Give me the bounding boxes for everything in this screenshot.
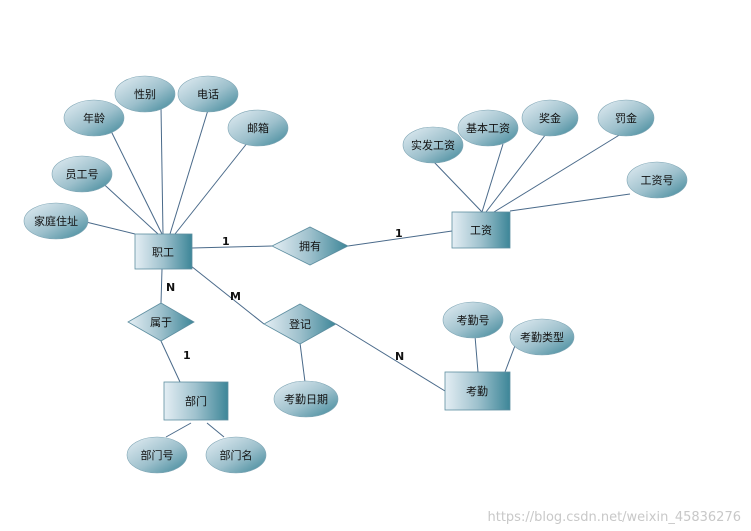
attr-gender-label: 性别 bbox=[134, 87, 156, 101]
relationship-has: 拥有 bbox=[271, 226, 349, 266]
edge-phone bbox=[169, 109, 209, 235]
attr-bonus: 奖金 bbox=[521, 99, 579, 137]
relationship-belongs-label: 属于 bbox=[150, 316, 172, 329]
entity-department-label: 部门 bbox=[185, 394, 207, 408]
entity-salary: 工资 bbox=[451, 211, 511, 249]
edge-dept-id bbox=[165, 422, 192, 438]
entity-attendance-label: 考勤 bbox=[466, 385, 488, 398]
edge-emp-register bbox=[190, 265, 265, 325]
edge-fine bbox=[493, 133, 622, 213]
attr-att-id-label: 考勤号 bbox=[457, 314, 490, 327]
watermark: https://blog.csdn.net/weixin_45836276 bbox=[487, 510, 741, 525]
edge-register-att bbox=[335, 323, 446, 392]
attr-base-pay-label: 基本工资 bbox=[466, 121, 510, 135]
edge-emp-has bbox=[191, 245, 273, 249]
attr-address-label: 家庭住址 bbox=[34, 214, 78, 228]
attr-dept-id: 部门号 bbox=[126, 436, 188, 474]
card-belongs-department: 1 bbox=[183, 349, 191, 362]
card-register-attendance: N bbox=[395, 350, 404, 363]
entity-employee-label: 职工 bbox=[152, 246, 174, 259]
attr-att-date-label: 考勤日期 bbox=[284, 393, 328, 406]
card-register-employee: M bbox=[230, 290, 241, 303]
attr-salary-id: 工资号 bbox=[626, 161, 688, 199]
entity-employee: 职工 bbox=[134, 233, 193, 270]
connector-lines bbox=[85, 106, 631, 438]
edge-gender bbox=[160, 106, 164, 235]
attr-address: 家庭住址 bbox=[23, 202, 89, 240]
attr-actual-pay: 实发工资 bbox=[402, 126, 464, 164]
edge-actual-pay bbox=[432, 160, 483, 213]
edge-emp-id bbox=[95, 176, 159, 235]
card-has-employee: 1 bbox=[222, 235, 230, 248]
relationship-belongs: 属于 bbox=[127, 302, 195, 342]
edge-att-id bbox=[474, 335, 479, 373]
attr-base-pay: 基本工资 bbox=[457, 109, 519, 147]
edge-bonus bbox=[485, 133, 547, 213]
attr-att-id: 考勤号 bbox=[442, 301, 504, 339]
attr-att-type-label: 考勤类型 bbox=[520, 330, 564, 344]
edge-has-salary bbox=[347, 230, 453, 247]
edge-email bbox=[174, 141, 249, 235]
attr-dept-name: 部门名 bbox=[205, 436, 267, 474]
edge-dept-name bbox=[206, 422, 225, 438]
attr-bonus-label: 奖金 bbox=[539, 111, 561, 125]
attr-fine: 罚金 bbox=[597, 99, 655, 137]
attr-dept-id-label: 部门号 bbox=[141, 448, 174, 462]
edge-age bbox=[110, 130, 163, 235]
relationship-has-label: 拥有 bbox=[299, 239, 321, 253]
edge-salary-id bbox=[509, 193, 631, 212]
entity-department: 部门 bbox=[163, 381, 229, 421]
attr-email: 邮箱 bbox=[227, 109, 289, 147]
edge-belongs-dept bbox=[160, 340, 181, 383]
relationship-register-label: 登记 bbox=[289, 317, 311, 331]
edge-address bbox=[85, 221, 136, 235]
attr-att-type: 考勤类型 bbox=[509, 318, 575, 356]
edge-base-pay bbox=[481, 143, 504, 213]
attr-actual-pay-label: 实发工资 bbox=[411, 138, 455, 152]
attr-emp-id: 员工号 bbox=[51, 155, 113, 193]
card-has-salary: 1 bbox=[395, 227, 403, 240]
attr-age: 年龄 bbox=[63, 99, 125, 137]
attr-gender: 性别 bbox=[114, 75, 176, 113]
edge-att-type bbox=[504, 342, 517, 373]
attr-att-date: 考勤日期 bbox=[273, 380, 339, 418]
attr-phone: 电话 bbox=[177, 75, 239, 113]
attr-email-label: 邮箱 bbox=[247, 121, 269, 135]
attr-fine-label: 罚金 bbox=[615, 111, 637, 125]
attr-salary-id-label: 工资号 bbox=[641, 174, 674, 187]
edge-emp-belongs bbox=[160, 268, 163, 304]
card-belongs-employee: N bbox=[166, 281, 175, 294]
edge-register-date bbox=[299, 342, 306, 383]
attr-age-label: 年龄 bbox=[83, 111, 105, 125]
entity-salary-label: 工资 bbox=[470, 224, 492, 237]
relationship-register: 登记 bbox=[263, 303, 337, 345]
attr-emp-id-label: 员工号 bbox=[66, 168, 99, 181]
entity-attendance: 考勤 bbox=[444, 371, 511, 411]
attr-phone-label: 电话 bbox=[197, 88, 219, 101]
attr-dept-name-label: 部门名 bbox=[220, 448, 253, 462]
